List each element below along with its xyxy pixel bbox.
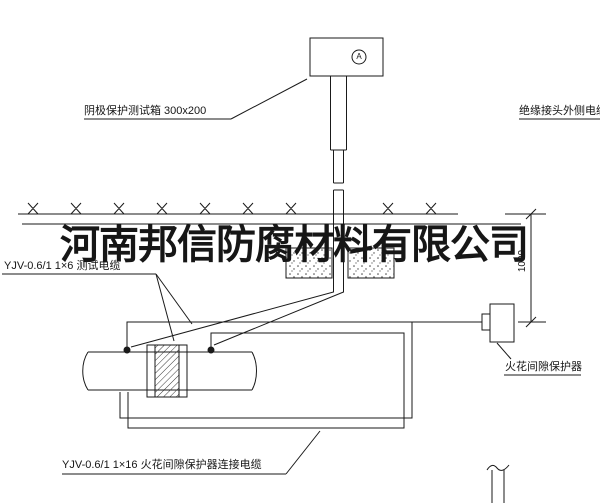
conduit (330, 76, 347, 278)
spark-gap-protector (481, 303, 515, 343)
pipeline-left-cap (82, 351, 89, 391)
spark-gap-leader-line (496, 342, 512, 360)
test-cables (130, 278, 344, 348)
soil-hatch-marks (27, 202, 437, 215)
label-test-box: 阴极保护测试箱 300x200 (84, 105, 207, 117)
meter-letter: A (356, 52, 362, 61)
concrete-block-left (285, 247, 333, 279)
protector-cables (119, 321, 482, 429)
label-connection-cable: YJV-0.6/1 1×16 火花间隙保护器连接电缆 (62, 459, 262, 471)
joint-hatch-block (154, 344, 180, 398)
connection-cable-leader-line (285, 430, 321, 475)
riser-break-symbol (486, 464, 510, 503)
dimension-line (505, 208, 546, 328)
pipeline-right-cap (251, 351, 257, 391)
test-box-leader-line (230, 78, 308, 120)
test-cable-leader-lines (155, 273, 193, 342)
label-outer-cable: 绝缘接头外侧电缆 (519, 105, 600, 117)
label-spark-gap: 火花间隙保护器 (505, 361, 582, 373)
label-test-cable: YJV-0.6/1 1×6 测试电缆 (4, 260, 121, 272)
flange-right (178, 344, 188, 398)
concrete-block-right (347, 247, 395, 279)
flange-left (146, 344, 156, 398)
meter-circle (351, 49, 367, 65)
watermark-text: 河南邦信防腐材料有限公司 (60, 221, 529, 268)
test-box (309, 37, 384, 77)
insulating-joint (146, 344, 188, 398)
